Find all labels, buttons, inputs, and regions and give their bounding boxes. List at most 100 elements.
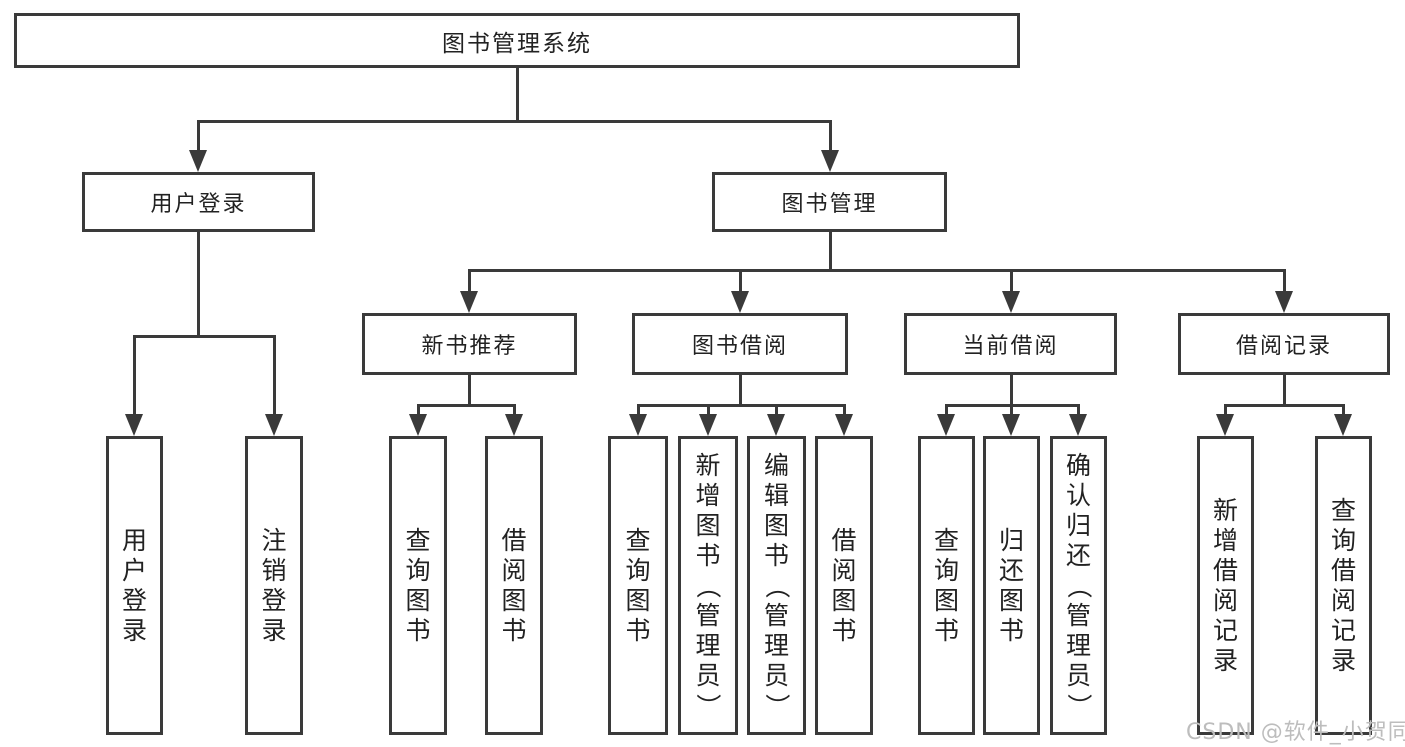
connector-line (197, 120, 832, 123)
connector-line (417, 404, 420, 415)
node-borrowing-label: 图书借阅 (691, 334, 788, 359)
arrowhead-icon (1334, 414, 1352, 436)
node-root: 图书管理系统 (14, 13, 1020, 68)
connector-line (513, 404, 516, 415)
node-current: 当前借阅 (904, 313, 1117, 375)
leaf-newbooks-query-label: 查询图书 (405, 439, 430, 732)
leaf-current-return: 归还图书 (983, 436, 1040, 735)
vertical-char: 编 (763, 450, 789, 480)
leaf-borrowing-edit-label: 编辑图书（管理员） (762, 439, 792, 732)
vertical-char: 书 (998, 615, 1024, 645)
connector-line (829, 120, 832, 151)
connector-line (468, 375, 471, 407)
connector-line (707, 404, 710, 415)
connector-line (843, 404, 846, 415)
leaf-borrowing-borrow: 借阅图书 (815, 436, 873, 735)
connector-line (775, 404, 778, 415)
node-records-label: 借阅记录 (1235, 334, 1332, 359)
arrowhead-icon (409, 414, 427, 436)
vertical-char: 录 (261, 615, 287, 645)
leaf-newbooks-borrow-label: 借阅图书 (501, 439, 526, 732)
leaf-current-query: 查询图书 (918, 436, 975, 735)
connector-line (1224, 404, 1227, 415)
vertical-char: 管 (695, 600, 721, 630)
leaf-borrowing-query: 查询图书 (608, 436, 668, 735)
vertical-char: 还 (1065, 540, 1091, 570)
connector-line (945, 404, 948, 415)
leaf-records-add-label: 新增借阅记录 (1213, 439, 1238, 732)
leaf-borrowing-add: 新增图书（管理员） (678, 436, 738, 735)
vertical-char: 询 (405, 555, 431, 585)
vertical-char: 阅 (1212, 585, 1238, 615)
vertical-char: 登 (261, 585, 287, 615)
arrowhead-icon (460, 291, 478, 313)
arrowhead-icon (265, 414, 283, 436)
leaf-current-confirm-label: 确认归还（管理员） (1064, 439, 1093, 732)
arrowhead-icon (1069, 414, 1087, 436)
arrowhead-icon (835, 414, 853, 436)
connector-line (1283, 269, 1286, 292)
node-borrowing: 图书借阅 (632, 313, 848, 375)
connector-line (197, 232, 200, 338)
connector-line (133, 335, 276, 338)
vertical-char: 书 (763, 540, 789, 570)
arrowhead-icon (505, 414, 523, 436)
node-user-login-label: 用户登录 (150, 192, 247, 217)
vertical-char: 阅 (1330, 585, 1356, 615)
leaf-records-add: 新增借阅记录 (1197, 436, 1254, 735)
connector-line (1283, 375, 1286, 407)
vertical-char: 书 (501, 615, 527, 645)
leaf-borrowing-query-label: 查询图书 (625, 439, 650, 732)
vertical-char: 询 (625, 555, 651, 585)
arrowhead-icon (1002, 414, 1020, 436)
node-records: 借阅记录 (1178, 313, 1390, 375)
vertical-char: （ (762, 572, 792, 599)
node-root-label: 图书管理系统 (442, 30, 592, 57)
leaf-borrowing-edit: 编辑图书（管理员） (747, 436, 806, 735)
vertical-char: 员 (763, 660, 789, 690)
vertical-char: 理 (763, 630, 789, 660)
vertical-char: 借 (1330, 555, 1356, 585)
vertical-char: 归 (1065, 510, 1091, 540)
vertical-char: 询 (1330, 525, 1356, 555)
vertical-char: 新 (1212, 495, 1238, 525)
vertical-char: 借 (831, 525, 857, 555)
connector-line (417, 404, 516, 407)
vertical-char: 书 (933, 615, 959, 645)
connector-line (1010, 375, 1013, 407)
vertical-char: 用 (121, 525, 147, 555)
connector-line (739, 269, 742, 292)
node-new-books: 新书推荐 (362, 313, 577, 375)
connector-line (739, 375, 742, 407)
node-book-mgmt-label: 图书管理 (781, 192, 878, 217)
connector-line (1010, 269, 1013, 292)
node-book-mgmt: 图书管理 (712, 172, 947, 232)
arrowhead-icon (731, 291, 749, 313)
vertical-char: 书 (831, 615, 857, 645)
vertical-char: 查 (933, 525, 959, 555)
vertical-char: 询 (933, 555, 959, 585)
vertical-char: 还 (998, 555, 1024, 585)
vertical-char: 阅 (831, 555, 857, 585)
connector-line (637, 404, 640, 415)
node-new-books-label: 新书推荐 (421, 334, 518, 359)
arrowhead-icon (1002, 291, 1020, 313)
vertical-char: 查 (625, 525, 651, 555)
vertical-char: 书 (405, 615, 431, 645)
vertical-char: 增 (695, 480, 721, 510)
connector-line (1077, 404, 1080, 415)
vertical-char: 增 (1212, 525, 1238, 555)
watermark: CSDN @软件_小贺同学 (1186, 720, 1405, 745)
vertical-char: 录 (1330, 645, 1356, 675)
connector-line (637, 404, 846, 407)
arrowhead-icon (125, 414, 143, 436)
arrowhead-icon (767, 414, 785, 436)
vertical-char: 阅 (501, 555, 527, 585)
vertical-char: 户 (121, 555, 147, 585)
connector-line (273, 335, 276, 415)
connector-line (516, 68, 519, 123)
vertical-char: 图 (625, 585, 651, 615)
leaf-current-return-label: 归还图书 (999, 439, 1024, 732)
vertical-char: 确 (1065, 450, 1091, 480)
